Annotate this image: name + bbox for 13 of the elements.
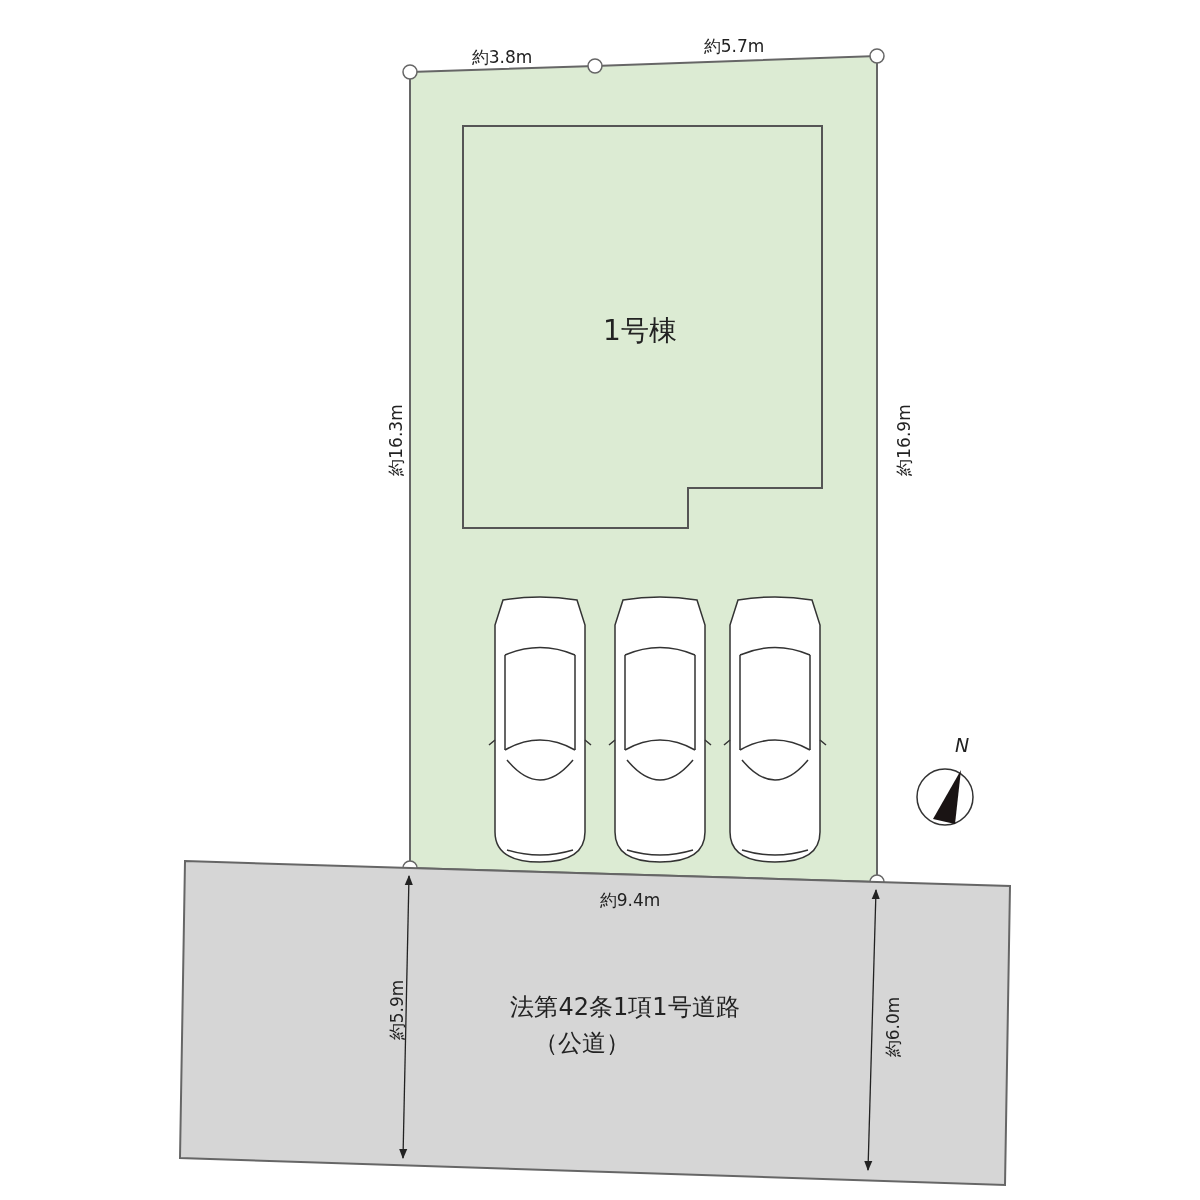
building-footprint <box>463 126 822 528</box>
building-label: 1号棟 <box>603 317 677 345</box>
dimension-label: 約3.8m <box>471 48 533 66</box>
dimension-label: 約16.9m <box>895 404 913 476</box>
dimension-label: 約16.3m <box>387 404 405 476</box>
road-area <box>180 861 1010 1186</box>
dimension-label: 約5.7m <box>703 37 765 55</box>
north-label: N <box>954 735 970 755</box>
dimension-label: 約6.0m <box>884 996 902 1058</box>
dimension-label: 約5.9m <box>388 979 406 1041</box>
road-name: 法第42条1項1号道路 <box>510 995 740 1019</box>
road-type: （公道） <box>534 1031 630 1055</box>
dimension-label: 約9.4m <box>599 891 661 909</box>
